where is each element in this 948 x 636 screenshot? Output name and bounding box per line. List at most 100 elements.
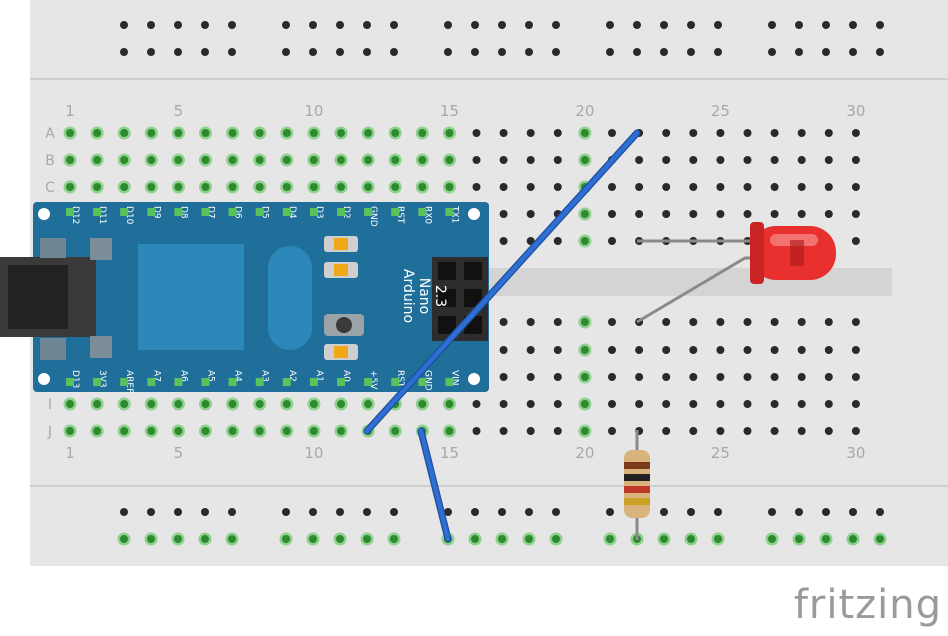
rail-hole xyxy=(792,532,806,546)
hole xyxy=(770,318,779,326)
rail-hole xyxy=(201,21,209,29)
column-label-top: 15 xyxy=(440,102,459,120)
hole xyxy=(797,427,806,435)
hole xyxy=(824,129,833,137)
icsp-pin xyxy=(464,262,482,280)
rail-hole xyxy=(498,21,506,29)
hole xyxy=(499,318,508,326)
hole xyxy=(117,424,131,438)
hole xyxy=(307,180,321,194)
pin-pad xyxy=(93,378,102,386)
hole xyxy=(553,318,562,326)
hole xyxy=(253,153,267,167)
pin-pad xyxy=(147,208,156,216)
red-led[interactable] xyxy=(636,222,836,324)
hole xyxy=(90,424,104,438)
hole xyxy=(117,397,131,411)
pin-label: AREF xyxy=(124,370,134,393)
hole xyxy=(117,153,131,167)
rail-hole xyxy=(525,508,533,516)
hole xyxy=(199,424,212,438)
rail-hole xyxy=(525,21,533,29)
hole xyxy=(526,183,535,191)
hole xyxy=(662,318,671,326)
hole xyxy=(472,156,481,164)
pin-label: A5 xyxy=(206,370,216,382)
hole xyxy=(770,156,779,164)
wire-gnd-to-rail[interactable] xyxy=(418,428,451,542)
rail-hole xyxy=(660,21,668,29)
hole xyxy=(307,126,321,140)
hole xyxy=(499,427,508,435)
column-label-top: 30 xyxy=(846,102,865,120)
rail-hole xyxy=(552,48,560,56)
rail-hole xyxy=(336,508,344,516)
rail-hole xyxy=(525,48,533,56)
icsp-pin xyxy=(464,289,482,307)
usb-shell-tab-top xyxy=(90,238,112,260)
pin-label: D6 xyxy=(233,206,243,219)
hole xyxy=(662,129,671,137)
hole xyxy=(770,183,779,191)
rail-hole xyxy=(360,532,374,546)
hole xyxy=(553,237,562,245)
pin-pad xyxy=(282,378,291,386)
rail-hole xyxy=(873,532,887,546)
hole xyxy=(499,156,508,164)
fritzing-watermark: fritzing xyxy=(793,582,942,628)
hole xyxy=(770,427,779,435)
pin-pad xyxy=(201,378,210,386)
usb-shell-tab-bottom xyxy=(90,336,112,358)
hole xyxy=(553,427,562,435)
rail-hole xyxy=(603,532,617,546)
hole xyxy=(280,397,294,411)
hole xyxy=(253,180,267,194)
hole xyxy=(608,183,616,191)
pin-label: D10 xyxy=(124,206,134,225)
pin-pad xyxy=(391,208,400,216)
wire-row-j-to-col20[interactable] xyxy=(364,130,640,434)
resistor-body xyxy=(624,450,650,518)
hole xyxy=(526,400,535,408)
pin-label: D5 xyxy=(260,206,270,219)
hole xyxy=(499,183,508,191)
row-label: B xyxy=(45,153,55,169)
hole xyxy=(635,400,644,408)
rail-hole xyxy=(714,508,722,516)
rail-hole xyxy=(228,48,236,56)
hole xyxy=(280,180,294,194)
hole xyxy=(608,129,616,137)
hole xyxy=(253,397,267,411)
hole xyxy=(526,129,535,137)
rail-hole xyxy=(171,532,185,546)
rail-hole xyxy=(657,532,671,546)
hole xyxy=(608,400,616,408)
hole xyxy=(117,180,131,194)
smd-led-1-core xyxy=(334,238,348,250)
hole xyxy=(608,427,616,435)
pin-pad xyxy=(282,208,291,216)
hole xyxy=(90,153,104,167)
rail-hole xyxy=(306,532,320,546)
hole xyxy=(824,400,833,408)
rail-hole xyxy=(876,508,884,516)
column-label-bottom: 20 xyxy=(575,444,594,462)
hole xyxy=(851,346,860,354)
hole xyxy=(171,180,185,194)
rail-hole xyxy=(282,508,290,516)
rail-hole xyxy=(714,48,722,56)
hole xyxy=(526,318,535,326)
resistor[interactable] xyxy=(624,430,650,540)
hole xyxy=(689,129,698,137)
column-label-bottom: 30 xyxy=(846,444,865,462)
hole xyxy=(553,183,562,191)
rail-hole xyxy=(471,48,479,56)
hole xyxy=(388,126,402,140)
rail-hole xyxy=(795,21,803,29)
rail-hole xyxy=(174,48,182,56)
mount-hole-bl xyxy=(38,373,50,385)
hole xyxy=(743,427,752,435)
rail-hole xyxy=(606,48,614,56)
hole xyxy=(499,346,508,354)
